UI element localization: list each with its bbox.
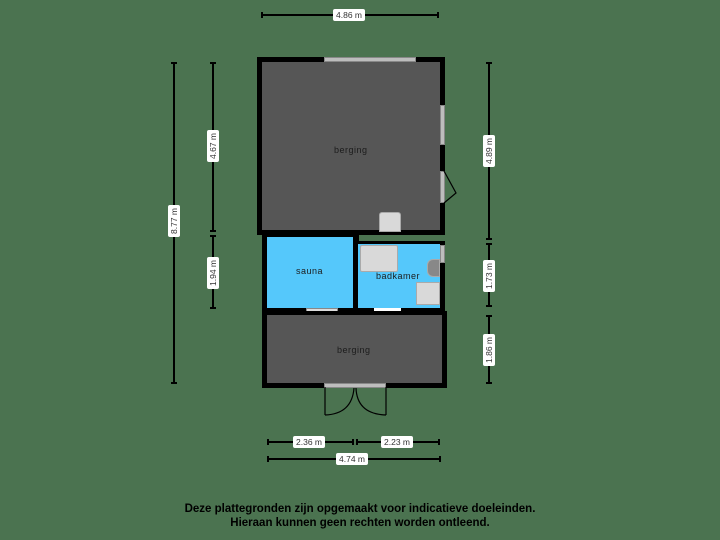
dimension-label-bottom-total: 4.74 m (336, 453, 368, 465)
dimension-cap (210, 235, 216, 237)
dimension-cap (486, 62, 492, 64)
dimension-cap (486, 382, 492, 384)
dimension-cap (437, 12, 439, 18)
dimension-label-left-upper: 4.67 m (207, 130, 219, 162)
dimension-cap (210, 307, 216, 309)
dimension-label-right-upper: 4.89 m (483, 135, 495, 167)
room-label-badkamer: badkamer (376, 271, 421, 281)
door-right (440, 171, 445, 203)
dimension-cap (486, 305, 492, 307)
window-badkamer (440, 245, 445, 263)
dimension-cap (486, 238, 492, 240)
dimension-cap (210, 62, 216, 64)
dimension-cap (171, 62, 177, 64)
dimension-cap (356, 439, 358, 445)
room-label-berging-bottom: berging (337, 345, 371, 355)
dimension-cap (486, 315, 492, 317)
toilet (427, 259, 440, 277)
dimension-label-left-total: 8.77 m (168, 205, 180, 237)
room-label-sauna: sauna (296, 266, 324, 276)
dimension-label-left-lower: 1.94 m (207, 257, 219, 289)
shower-tray (416, 282, 440, 305)
dimension-label-top: 4.86 m (333, 9, 365, 21)
sink (360, 245, 398, 272)
dimension-label-bottom-right: 2.23 m (381, 436, 413, 448)
room-label-berging-top: berging (334, 145, 368, 155)
room-berging-top (262, 62, 440, 230)
door-badkamer (374, 308, 401, 313)
door-swing-front (324, 387, 387, 416)
dimension-cap (261, 12, 263, 18)
window-top (324, 57, 416, 62)
dimension-cap (438, 439, 440, 445)
disclaimer-line-2: Hieraan kunnen geen rechten worden ontle… (230, 517, 490, 529)
dimension-label-right-middle: 1.73 m (483, 260, 495, 292)
dimension-cap (210, 230, 216, 232)
dimension-cap (486, 243, 492, 245)
dimension-cap (171, 382, 177, 384)
dimension-cap (352, 439, 354, 445)
dimension-label-right-lower: 1.86 m (483, 334, 495, 366)
fixture-top-room (379, 212, 401, 232)
door-swing-right (443, 170, 457, 204)
room-berging-bottom (267, 315, 442, 383)
front-door (324, 383, 386, 388)
dimension-label-bottom-left: 2.36 m (293, 436, 325, 448)
dimension-cap (267, 439, 269, 445)
disclaimer-line-1: Deze plattegronden zijn opgemaakt voor i… (184, 503, 536, 515)
dimension-cap (267, 456, 269, 462)
window-right-1 (440, 105, 445, 145)
room-sauna (267, 237, 353, 308)
dimension-cap (439, 456, 441, 462)
